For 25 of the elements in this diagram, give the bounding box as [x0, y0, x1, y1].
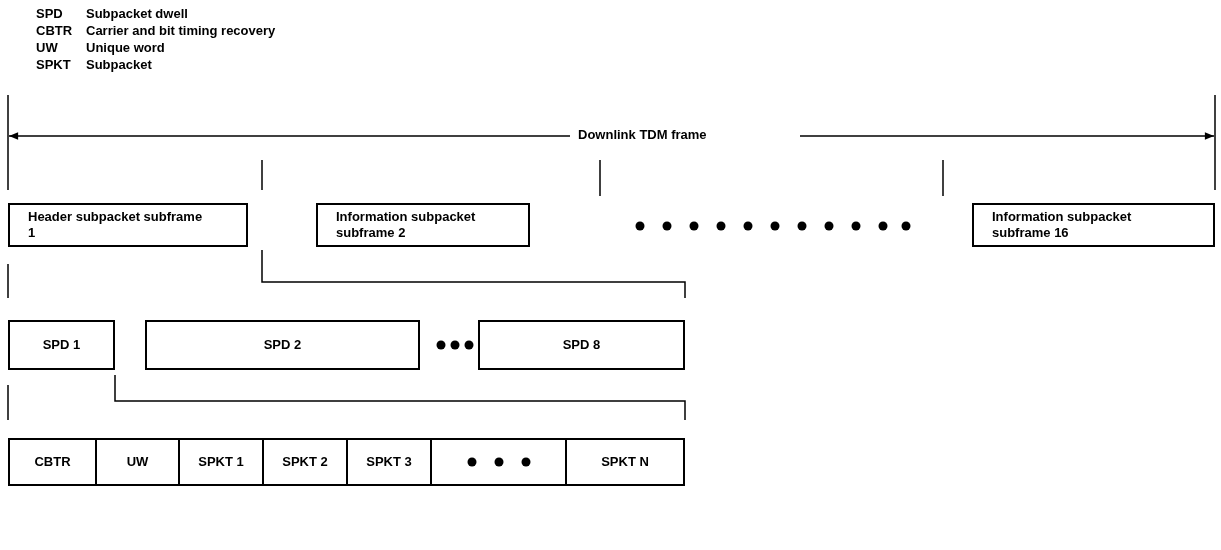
box-text: Information subpacket subframe 16 [992, 209, 1133, 241]
box-text: SPD 8 [562, 337, 601, 353]
field-cell [346, 438, 432, 486]
box-text: SPKT 2 [282, 454, 328, 470]
box-text: Information subpacket subframe 2 [336, 209, 477, 241]
dwell-box [478, 320, 685, 370]
box-text: Header subpacket subframe 1 [28, 209, 203, 241]
dwell-box [145, 320, 420, 370]
field-cell [95, 438, 180, 486]
box-text: SPKT 3 [366, 454, 412, 470]
box-text: SPD 2 [263, 337, 302, 353]
box-text: CBTR [34, 454, 71, 470]
box-text: SPKT 1 [198, 454, 244, 470]
dwell-box [8, 320, 115, 370]
field-cell [565, 438, 685, 486]
field-cell [178, 438, 264, 486]
subframe-box [8, 203, 248, 247]
empty-cell [430, 438, 567, 486]
box-text: SPKT N [601, 454, 649, 470]
subframe-box [972, 203, 1215, 247]
subframe-box [316, 203, 530, 247]
box-text: SPD 1 [42, 337, 81, 353]
field-cell [8, 438, 97, 486]
box-text: UW [126, 454, 149, 470]
field-cell [262, 438, 348, 486]
